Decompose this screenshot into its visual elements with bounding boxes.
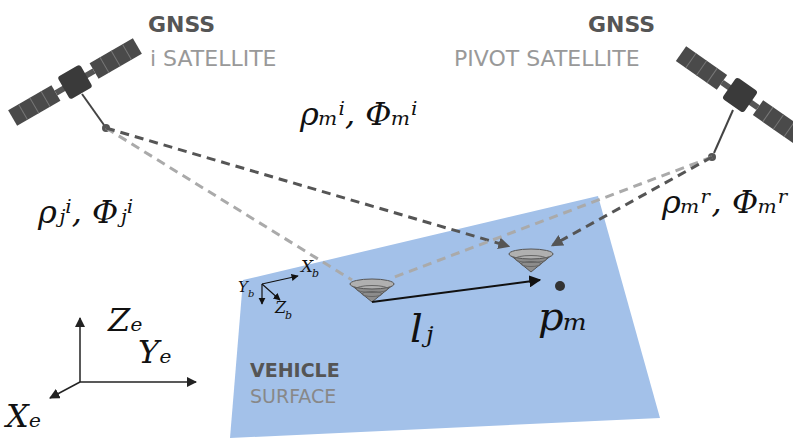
axis-label: Z — [275, 300, 286, 316]
subheading-text: PIVOT SATELLITE — [454, 48, 640, 70]
signal-path — [106, 128, 508, 246]
axis-label: b — [248, 289, 254, 299]
subheading-text: i SATELLITE — [150, 48, 277, 70]
lever-arm-vector — [372, 280, 540, 302]
axis-label: b — [285, 310, 292, 321]
satellite-node: GNSS i SATELLITE — [140, 8, 300, 78]
subheading-text: SURFACE — [250, 387, 336, 406]
axis-label: pₘ — [538, 296, 588, 336]
signal-path — [106, 128, 352, 280]
measurement-label: ρⱼⁱ, Φⱼⁱ — [38, 196, 133, 228]
axis-label: Zₑ — [108, 304, 143, 336]
axis-label: Xₑ — [6, 400, 41, 432]
axis-label: b — [312, 268, 319, 279]
axis-label: Yₑ — [138, 336, 172, 368]
axis-label: X — [301, 258, 313, 275]
point-marker — [555, 281, 565, 291]
measurement-label: ρₘⁱ, Φₘⁱ — [300, 98, 418, 130]
heading-text: GNSS — [588, 14, 655, 36]
satellite-icon — [6, 35, 144, 130]
vehicle-surface: VEHICLE SURFACE — [228, 193, 665, 438]
measurement-label: ρₘʳ, Φₘʳ — [662, 186, 789, 218]
antenna-icon — [509, 249, 553, 272]
axis-label: lⱼ — [410, 308, 433, 348]
axis-label: Y — [238, 280, 248, 295]
antenna-icon — [350, 279, 394, 302]
satellite-icon — [674, 43, 793, 153]
heading-text: VEHICLE — [250, 361, 340, 380]
satellite-node: GNSS PIVOT SATELLITE — [450, 8, 675, 78]
heading-text: GNSS — [148, 14, 215, 36]
